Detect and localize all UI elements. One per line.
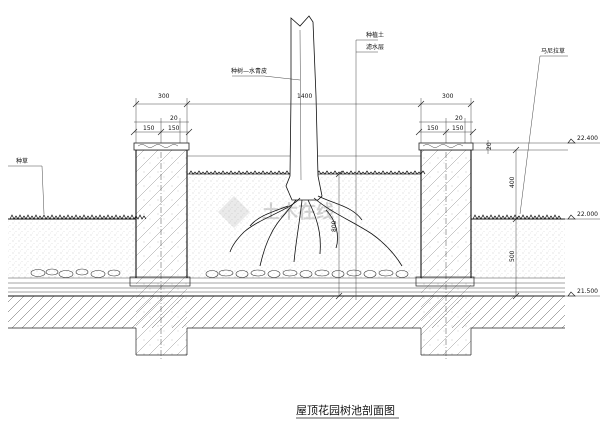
dim-left-cap-b: 150 <box>168 125 180 132</box>
label-filter: 滤水层 <box>366 43 384 51</box>
label-turf-left: 种草 <box>16 157 28 165</box>
dim-pool-soil: 800 <box>331 220 338 232</box>
label-plant-soil: 种植土 <box>366 31 384 39</box>
dim-center: 1400 <box>297 93 312 100</box>
tree <box>229 15 403 267</box>
dim-right-cap-a: 150 <box>427 125 439 132</box>
dim-right-cap: 20 <box>455 115 463 122</box>
dim-cap-height: 20 <box>486 142 493 150</box>
watermark-text: 土木在线 <box>262 201 334 223</box>
elevation-bottom: 21.500 <box>577 288 598 295</box>
dim-right-cap-b: 150 <box>452 125 464 132</box>
dim-left-wall: 300 <box>158 93 170 100</box>
dim-pool-above: 400 <box>509 176 516 188</box>
dim-left-cap-a: 150 <box>143 125 155 132</box>
elevation-mid: 22.000 <box>577 211 598 218</box>
gravel-layer <box>30 268 409 278</box>
pool-dimension <box>335 170 343 300</box>
dim-right-wall: 300 <box>442 93 454 100</box>
dimension-lines-top <box>130 98 477 143</box>
drawing-title: 屋顶花园树池剖面图 <box>296 403 395 417</box>
leaders <box>8 39 568 360</box>
drainage-layers <box>8 276 565 293</box>
structural-slab <box>8 278 565 356</box>
label-bark: 种树—水青皮 <box>231 67 267 75</box>
watermark: 土木在线 <box>218 196 334 228</box>
dim-left-cap: 20 <box>170 115 178 122</box>
label-turf-right: 马尼拉草 <box>541 47 565 55</box>
elevation-top: 22.400 <box>577 135 598 142</box>
dim-right-soil: 500 <box>509 250 516 262</box>
dimension-lines-right <box>421 138 600 300</box>
